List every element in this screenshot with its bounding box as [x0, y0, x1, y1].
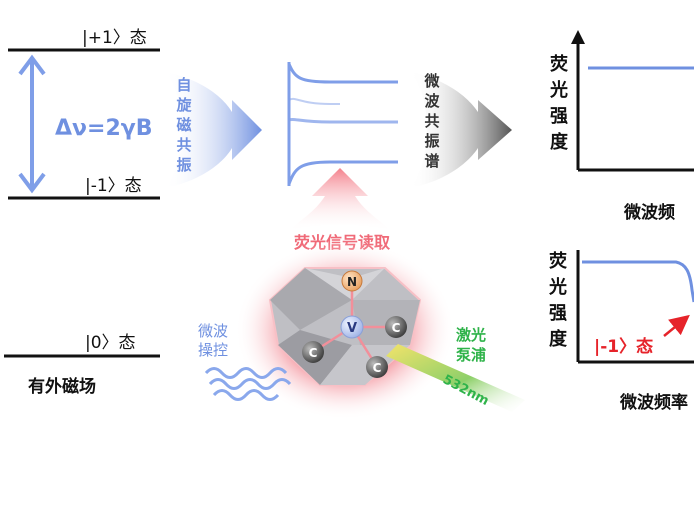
annotation-arrow [663, 314, 690, 337]
plot-bottom-xlabel: 微波频率 [619, 392, 688, 413]
spectrum-line-middle [288, 117, 398, 124]
plot-bottom-ylabel-3: 强 [549, 303, 567, 324]
carbon-label-left: C [309, 346, 318, 360]
spin-char-2: 旋 [175, 96, 192, 114]
spectrum-line-bottom [287, 160, 398, 185]
plot-bottom: 荧 光 强 度 |-1〉态 微波频率 [548, 250, 694, 413]
laser-beam [386, 344, 525, 412]
carbon-atom-left [302, 341, 324, 363]
nitrogen-label: N [347, 275, 357, 289]
carbon-label-bottom: C [373, 361, 382, 375]
energy-levels: |+1〉态 |-1〉态 Δν=2γB |0〉态 有外磁场 [4, 28, 160, 397]
plot-top-xlabel: 微波频 [623, 202, 675, 223]
plot-top-ylabel-2: 光 [549, 79, 568, 101]
spectrum-line-inner [288, 97, 340, 105]
splitting-arrow-head-up [18, 54, 46, 76]
mw-char-4: 振 [424, 132, 439, 150]
nv-center: 532nm N V C C C [235, 240, 525, 420]
mw-char-5: 谱 [424, 152, 439, 170]
mw-char-2: 波 [424, 92, 440, 110]
plot-top-y-arrow [571, 30, 585, 44]
plot-top-ylabel-1: 荧 [550, 53, 568, 75]
mw-char-1: 微 [423, 72, 440, 90]
pump-label-1: 激光 [456, 326, 486, 344]
spin-char-3: 磁 [176, 116, 191, 134]
plot-top-ylabel-4: 度 [550, 131, 569, 153]
splitting-arrow-head-down [18, 172, 46, 194]
red-arrow-shape [288, 168, 392, 232]
vacancy-site [340, 315, 364, 339]
control-label-1: 微波 [198, 322, 228, 340]
level-zero-label: |0〉态 [85, 333, 136, 353]
diamond-facet-2 [270, 268, 352, 330]
carbon-atom-bottom [366, 356, 388, 378]
level-minus1-label: |-1〉态 [85, 176, 142, 196]
spectrum-lines [287, 62, 398, 186]
spin-char-4: 共 [176, 136, 191, 154]
plot-bottom-ylabel-1: 荧 [549, 250, 567, 272]
arrow-spin-resonance: 自 旋 磁 共 振 [165, 72, 262, 188]
plot-bottom-annotation: |-1〉态 [594, 336, 653, 357]
plot-top: 荧 光 强 度 微波频 [549, 30, 694, 223]
field-label: 有外磁场 [28, 376, 96, 397]
nitrogen-atom [341, 270, 363, 292]
splitting-label: Δν=2γB [55, 116, 153, 141]
pump-label-2: 泵浦 [456, 346, 486, 364]
vacancy-label: V [347, 321, 357, 336]
carbon-label-right: C [392, 321, 401, 335]
plot-bottom-ylabel-2: 光 [548, 276, 567, 298]
arrow-microwave-resonance: 微 波 共 振 谱 [410, 72, 512, 188]
gray-arrow-shape [410, 72, 512, 188]
microwave-control: 微波 操控 [198, 322, 292, 401]
plot-bottom-curve [582, 260, 694, 303]
control-label-2: 操控 [198, 341, 228, 359]
carbon-atom-right [385, 316, 407, 338]
spectrum-line-top [287, 63, 398, 84]
level-plus1-label: |+1〉态 [82, 28, 147, 48]
plot-bottom-ylabel-4: 度 [549, 328, 568, 350]
spin-char-5: 振 [176, 156, 191, 174]
mw-char-3: 共 [424, 112, 439, 130]
plot-top-ylabel-3: 强 [550, 106, 568, 127]
blue-arrow-shape [165, 72, 262, 188]
spin-char-1: 自 [176, 76, 191, 94]
microwave-waves-icon [204, 367, 292, 401]
readout-arrow: 荧光信号读取 [288, 168, 392, 252]
